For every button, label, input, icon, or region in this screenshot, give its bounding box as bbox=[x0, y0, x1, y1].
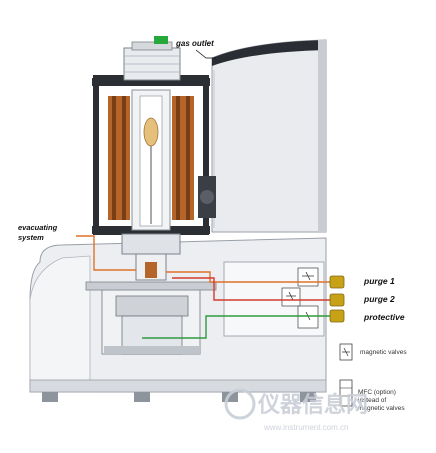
purge2-fitting bbox=[329, 293, 345, 307]
watermark: 仪器信息网 www.instrument.com.cn bbox=[224, 388, 368, 432]
protective-fitting bbox=[329, 309, 345, 323]
evacuating-label: evacuating bbox=[18, 223, 58, 232]
purge1-label: purge 1 bbox=[363, 276, 395, 286]
furnace-assembly bbox=[92, 75, 216, 235]
watermark-logo-icon bbox=[224, 388, 256, 420]
protective-label: protective bbox=[363, 312, 405, 322]
purge1-fitting bbox=[329, 275, 345, 289]
legend-magnetic-valves: magnetic valves bbox=[360, 349, 407, 356]
legend-mfc-line3: magnetic valves bbox=[358, 405, 405, 412]
mfc-symbol bbox=[339, 379, 353, 407]
top-housing bbox=[123, 36, 181, 81]
purge2-label: purge 2 bbox=[363, 294, 395, 304]
system-label: system bbox=[18, 233, 44, 242]
sample-column bbox=[85, 233, 217, 355]
gas-control-panel bbox=[223, 261, 325, 337]
gas-fittings bbox=[329, 275, 345, 323]
legend-mfc-line2: instead of bbox=[358, 397, 386, 404]
legend: magnetic valves MFC (option) instead of … bbox=[339, 343, 407, 412]
gas-lines bbox=[76, 235, 340, 339]
watermark-url: www.instrument.com.cn bbox=[263, 423, 348, 432]
control-cabinet bbox=[211, 39, 327, 233]
watermark-text: 仪器信息网 bbox=[257, 392, 368, 417]
legend-mfc-line1: MFC (option) bbox=[358, 389, 396, 396]
gas-outlet-fitting bbox=[154, 36, 168, 44]
gas-outlet-label: gas outlet bbox=[175, 39, 214, 48]
